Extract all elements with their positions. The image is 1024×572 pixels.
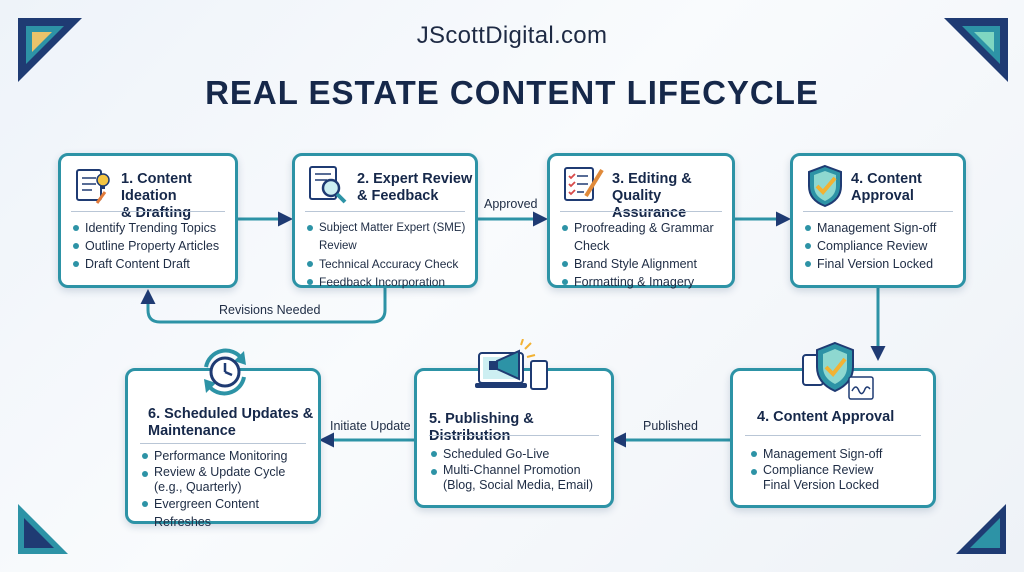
step-items: Performance Monitoring Review & Update C… (142, 447, 318, 531)
step-card-4-approval: 4. Content Approval Management Sign-off … (730, 341, 936, 508)
corner-decoration-bottom-left (18, 504, 68, 554)
list-item: Formatting & Imagery (562, 273, 732, 291)
step-card-4: 4. Content Approval Management Sign-off … (790, 153, 966, 288)
divider (803, 211, 953, 212)
document-pencil-icon (76, 169, 110, 204)
list-item: Compliance Review (805, 237, 936, 255)
list-item: Compliance Review Final Version Locked (751, 463, 882, 493)
page-title: REAL ESTATE CONTENT LIFECYCLE (205, 74, 819, 111)
list-item: Management Sign-off (751, 445, 882, 463)
step-title: 4. Content Approval (757, 409, 895, 425)
megaphone-devices-icon (475, 339, 548, 390)
step-title: 6. Scheduled Updates & Maintenance (148, 406, 314, 439)
list-item: Subject Matter Expert (SME) Review (307, 219, 475, 255)
list-item: Outline Property Articles (73, 237, 219, 255)
list-item: Evergreen Content Refreshes (142, 495, 318, 531)
list-item: Final Version Locked (805, 255, 936, 273)
divider (71, 211, 225, 212)
divider (429, 435, 599, 436)
list-item: Proofreading & Grammar Check (562, 219, 732, 255)
corner-decoration-top-right (944, 18, 1008, 82)
list-item: Performance Monitoring (142, 447, 318, 465)
divider (745, 435, 921, 436)
list-item: Multi-Channel Promotion (Blog, Social Me… (431, 463, 593, 493)
list-item: Technical Accuracy Check (307, 255, 475, 273)
magnifier-document-icon (309, 166, 347, 204)
step-title: 2. Expert Review & Feedback (357, 171, 473, 204)
checklist-pencil-icon (564, 167, 604, 201)
shield-check-icon (808, 164, 842, 208)
site-url: JScottDigital.com (416, 22, 608, 49)
label-published: Published (643, 419, 698, 433)
step-card-2: 2. Expert Review & Feedback Subject Matt… (292, 153, 478, 291)
clock-cycle-icon (204, 348, 246, 396)
list-item: Draft Content Draft (73, 255, 219, 273)
step-items: Management Sign-off Compliance Review Fi… (805, 219, 936, 273)
label-revisions-needed: Revisions Needed (219, 303, 321, 317)
step-card-1: 1. Content Ideation & Drafting Identify … (58, 153, 238, 288)
list-item: Management Sign-off (805, 219, 936, 237)
shield-signature-icon (802, 341, 874, 400)
list-item: Brand Style Alignment (562, 255, 732, 273)
step-items: Management Sign-off Compliance Review Fi… (751, 445, 882, 493)
corner-decoration-bottom-right (956, 504, 1006, 554)
step-card-5: 5. Publishing & Distribution Scheduled G… (414, 339, 614, 508)
step-items: Proofreading & Grammar Check Brand Style… (562, 219, 732, 291)
step-items: Scheduled Go-Live Multi-Channel Promotio… (431, 445, 593, 493)
list-item: Scheduled Go-Live (431, 445, 593, 463)
divider (560, 211, 722, 212)
step-title: 5. Publishing & Distribution (429, 411, 534, 444)
list-item: Feedback Incorporation (307, 273, 475, 291)
label-initiate-update: Initiate Update (330, 419, 411, 433)
list-item: Identify Trending Topics (73, 219, 219, 237)
step-card-3: 3. Editing & Quality Assurance Proofread… (547, 153, 735, 291)
step-items: Subject Matter Expert (SME) Review Techn… (307, 219, 475, 291)
step-title: 3. Editing & Quality Assurance (612, 171, 692, 221)
list-item: Review & Update Cycle (e.g., Quarterly) (142, 465, 318, 495)
corner-decoration-top-left (18, 18, 82, 82)
step-card-6: 6. Scheduled Updates & Maintenance Perfo… (125, 348, 321, 529)
divider (140, 443, 306, 444)
step-title: 4. Content Approval (851, 171, 922, 204)
label-approved: Approved (484, 197, 538, 211)
step-items: Identify Trending Topics Outline Propert… (73, 219, 219, 273)
step-title: 1. Content Ideation & Drafting (121, 171, 192, 221)
divider (305, 211, 465, 212)
arrow-revisions-loop (140, 288, 387, 324)
